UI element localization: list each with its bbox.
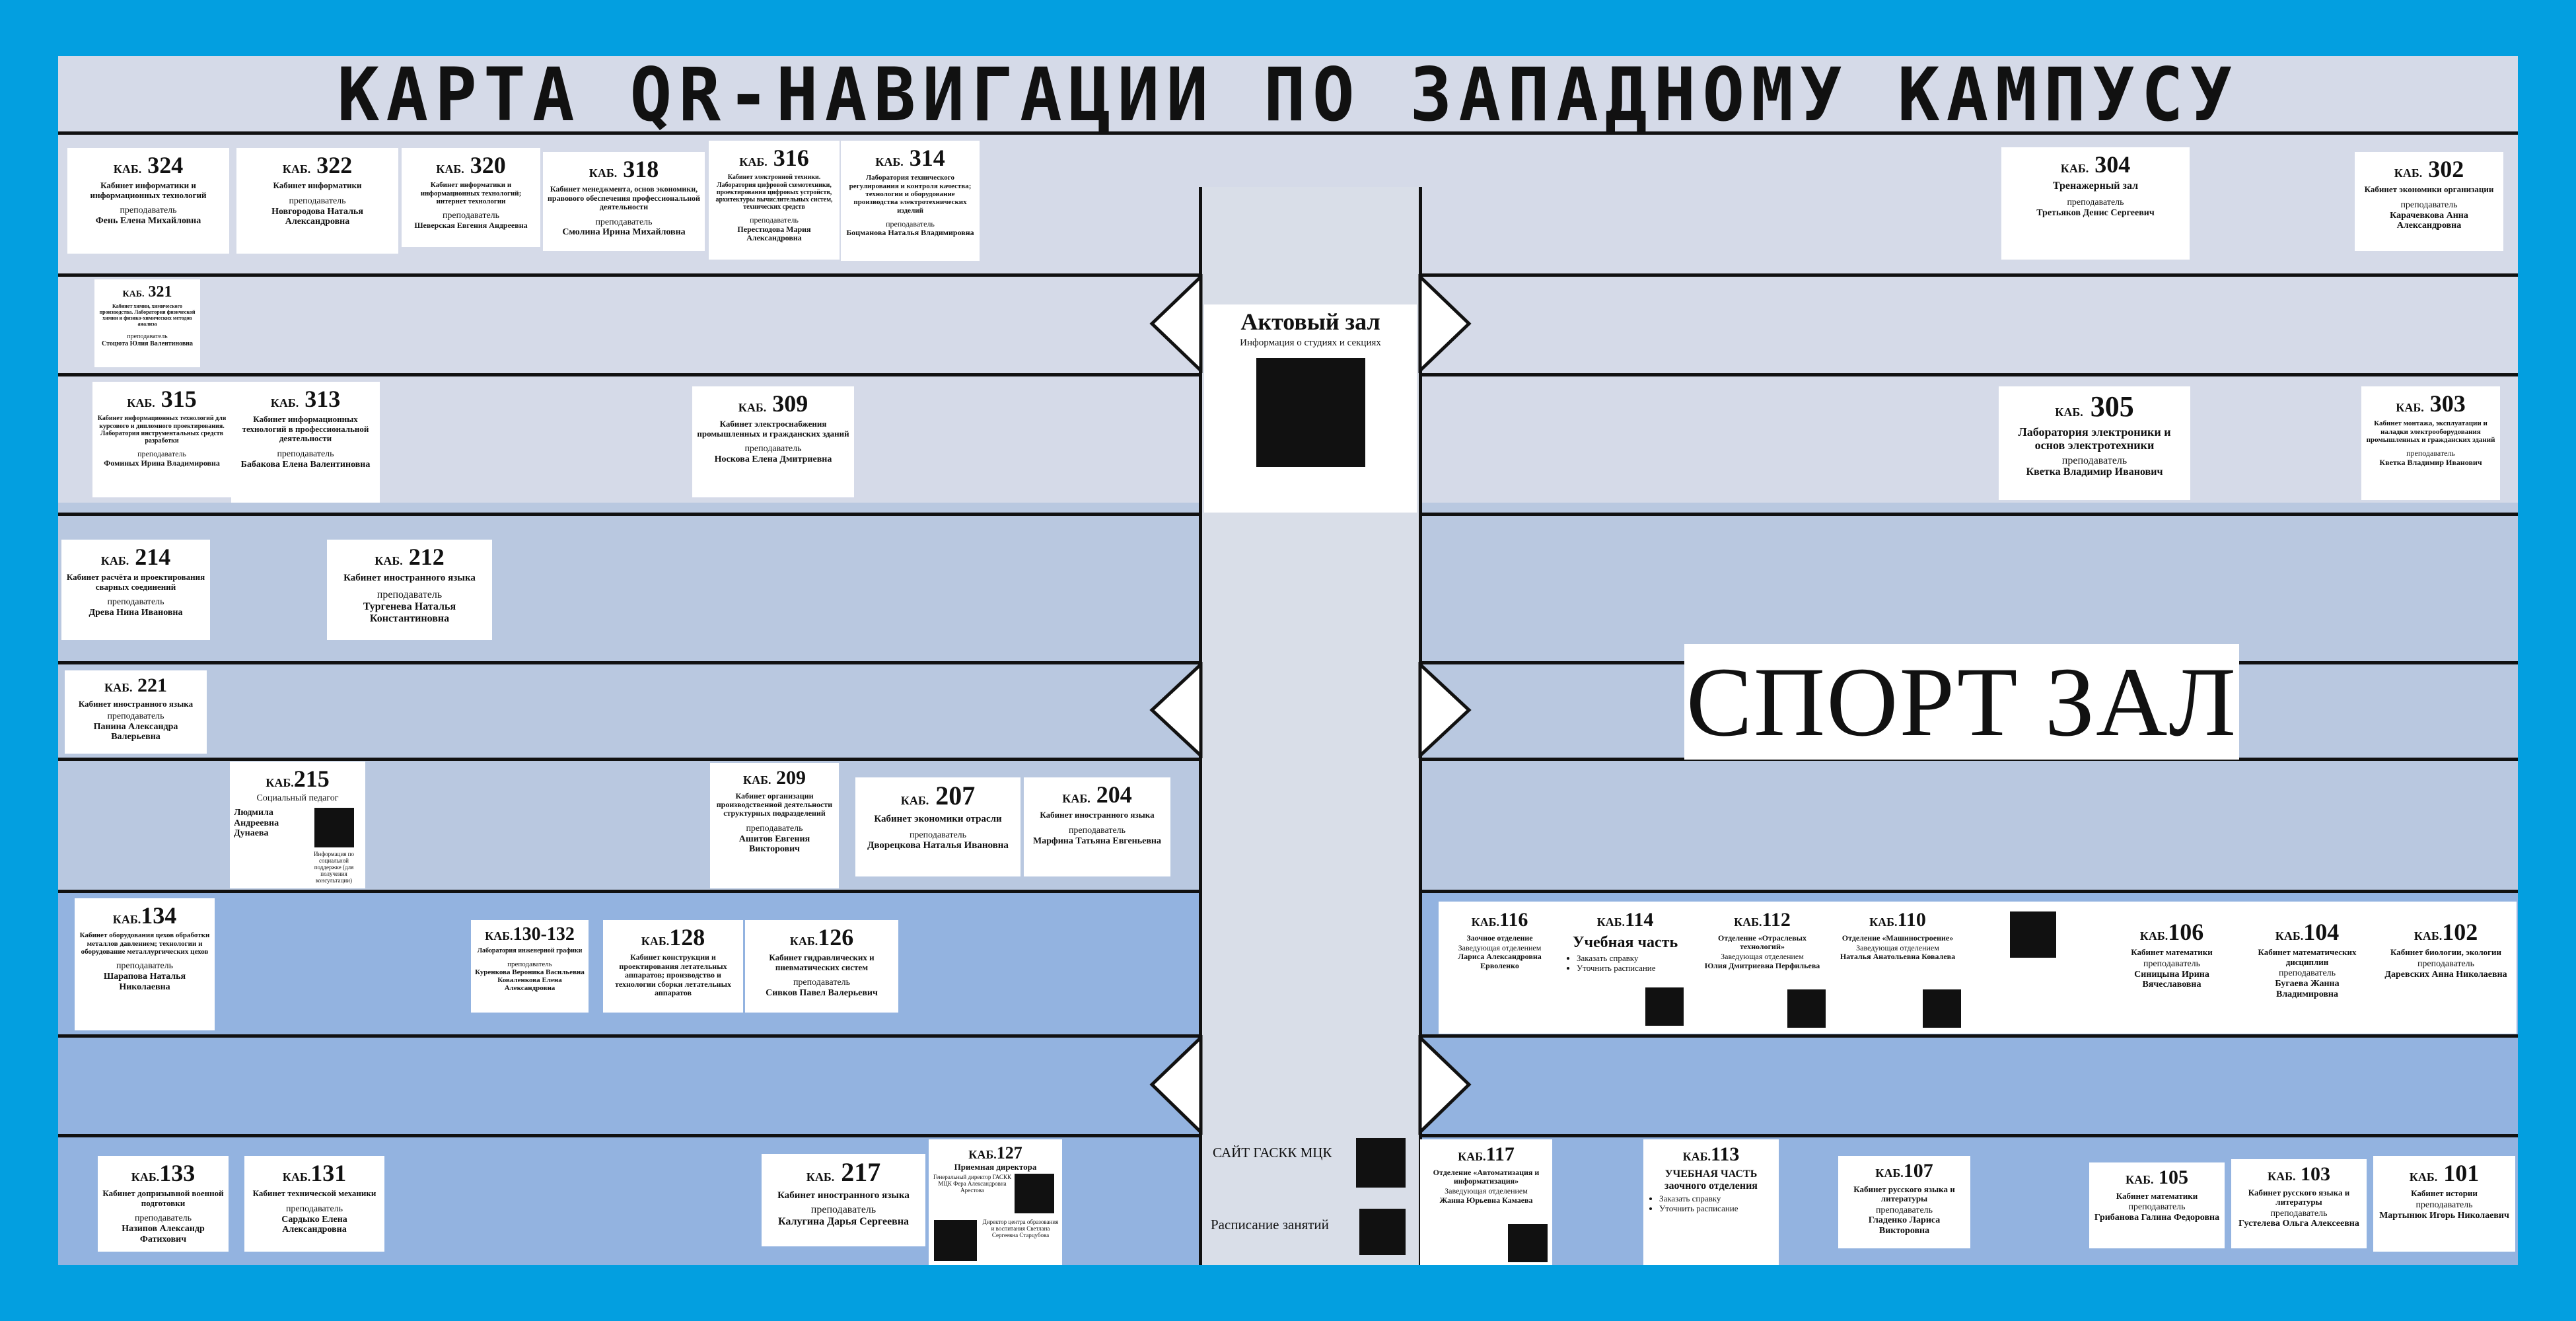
sport-zal-label: СПОРТ ЗАЛ [1684,644,2239,760]
kassa[interactable] [1974,905,2093,1030]
aktovy-zal-card[interactable]: Актовый зал Информация о студиях и секци… [1204,304,1417,513]
room-309[interactable]: КАБ. 309 Кабинет электроснабжения промыш… [692,386,854,497]
arrow-left-icon [1149,1035,1203,1135]
room-322[interactable]: КАБ. 322 Кабинет информатики преподавате… [236,148,398,254]
schedule-label: Расписание занятий [1211,1217,1329,1232]
room-302[interactable]: КАБ. 302 Кабинет экономики организации п… [2355,152,2503,251]
room-304[interactable]: КАБ. 304 Тренажерный зал преподаватель Т… [2001,147,2190,260]
room-113[interactable]: КАБ.113 УЧЕБНАЯ ЧАСТЬ заочного отделения… [1643,1139,1779,1265]
qr-code-icon[interactable] [1015,1174,1054,1213]
room-116[interactable]: КАБ.116 Заочное отделение Заведующая отд… [1458,909,1542,970]
title-band [58,56,2518,133]
room-324[interactable]: КАБ. 324 Кабинет информатики и информаци… [67,148,229,254]
qr-code-icon[interactable] [1256,358,1365,468]
room-209[interactable]: КАБ. 209 Кабинет организации производств… [710,763,839,888]
qr-code-icon[interactable] [2010,911,2056,958]
arrow-right-icon [1418,274,1472,373]
room-103[interactable]: КАБ. 103 Кабинет русского языка и литера… [2231,1159,2367,1248]
aktovy-zal-title: Актовый зал [1240,308,1380,335]
site-label: САЙТ ГАСКК МЦК [1213,1145,1332,1160]
room-131[interactable]: КАБ.131 Кабинет технической механики пре… [244,1156,384,1252]
qr-code-icon[interactable] [314,808,354,847]
room-102[interactable]: КАБ.102 Кабинет биологии, экологии препо… [2384,919,2507,980]
room-321[interactable]: КАБ. 321 Кабинет химии, химического прои… [94,279,200,367]
room-106[interactable]: КАБ.106 Кабинет математики преподаватель… [2131,919,2213,990]
room-204[interactable]: КАБ. 204 Кабинет иностранного языка преп… [1024,777,1170,876]
schedule-qr-icon[interactable] [1359,1209,1406,1255]
room-303[interactable]: КАБ. 303 Кабинет монтажа, эксплуатации и… [2361,386,2500,500]
room-318[interactable]: КАБ. 318 Кабинет менеджмента, основ экон… [543,152,705,251]
room-214[interactable]: КАБ. 214 Кабинет расчёта и проектировани… [61,540,210,640]
room-315[interactable]: КАБ. 315 Кабинет информационных технолог… [92,382,231,497]
room-313[interactable]: КАБ. 313 Кабинет информационных технолог… [231,382,380,503]
room-305[interactable]: КАБ. 305 Лаборатория электроники и основ… [1999,386,2190,500]
room-114[interactable]: КАБ.114 Учебная часть Заказать справку У… [1561,905,1690,1030]
room-212[interactable]: КАБ. 212 Кабинет иностранного языка преп… [327,540,492,640]
map-title: КАРТА QR-НАВИГАЦИИ ПО ЗАПАДНОМУ КАМПУСУ [337,56,2239,137]
arrow-left-icon [1149,274,1203,373]
room-101[interactable]: КАБ. 101 Кабинет истории преподаватель М… [2373,1156,2515,1252]
qr-code-icon[interactable] [1645,987,1684,1026]
aktovy-zal-sub: Информация о студиях и секциях [1240,338,1381,349]
room-117[interactable]: КАБ.117 Отделение «Автоматизация и инфор… [1420,1139,1552,1265]
admin-strip [1439,902,2517,1034]
arrow-right-icon [1418,662,1472,758]
divider [58,131,2518,135]
room-128[interactable]: КАБ.128 Кабинет конструкции и проектиров… [603,920,743,1013]
room-107[interactable]: КАБ.107 Кабинет русского языка и литерат… [1838,1156,1970,1248]
room-110[interactable]: КАБ.110 Отделение «Машиностроение» Завед… [1832,905,1964,1030]
room-126[interactable]: КАБ.126 Кабинет гидравлических и пневмат… [745,920,898,1013]
room-320[interactable]: КАБ. 320 Кабинет информатики и информаци… [402,148,540,247]
room-215[interactable]: КАБ.215 Социальный педагог Людмила Андре… [230,762,365,888]
qr-code-icon[interactable] [934,1220,977,1261]
site-qr-icon[interactable] [1356,1138,1406,1188]
room-127[interactable]: КАБ.127 Приемная директора Генеральный д… [929,1139,1062,1265]
arrow-right-icon [1418,1035,1472,1135]
room-104[interactable]: КАБ.104 Кабинет математических дисциплин… [2258,919,2357,999]
arrow-left-icon [1149,662,1203,758]
room-207[interactable]: КАБ. 207 Кабинет экономики отрасли препо… [855,777,1020,876]
room-314[interactable]: КАБ. 314 Лаборатория технического регули… [841,141,980,261]
room-316[interactable]: КАБ. 316 Кабинет электронной техники. Ла… [709,141,840,260]
room-130-132[interactable]: КАБ.130-132 Лаборатория инженерной графи… [471,920,589,1013]
room-221[interactable]: КАБ. 221 Кабинет иностранного языка преп… [65,670,207,754]
room-133[interactable]: КАБ.133 Кабинет допризывной военной подг… [98,1156,229,1252]
qr-code-icon[interactable] [1508,1224,1548,1262]
room-112[interactable]: КАБ.112 Отделение «Отраслевых технологий… [1696,905,1828,1030]
qr-code-icon[interactable] [1787,989,1826,1028]
campus-map: КАРТА QR-НАВИГАЦИИ ПО ЗАПАДНОМУ КАМПУСУ … [58,56,2518,1265]
room-134[interactable]: КАБ.134 Кабинет оборудования цехов обраб… [75,898,215,1030]
room-217[interactable]: КАБ. 217 Кабинет иностранного языка преп… [762,1154,925,1246]
qr-code-icon[interactable] [1923,989,1961,1028]
room-105[interactable]: КАБ. 105 Кабинет математики преподавател… [2089,1162,2225,1248]
